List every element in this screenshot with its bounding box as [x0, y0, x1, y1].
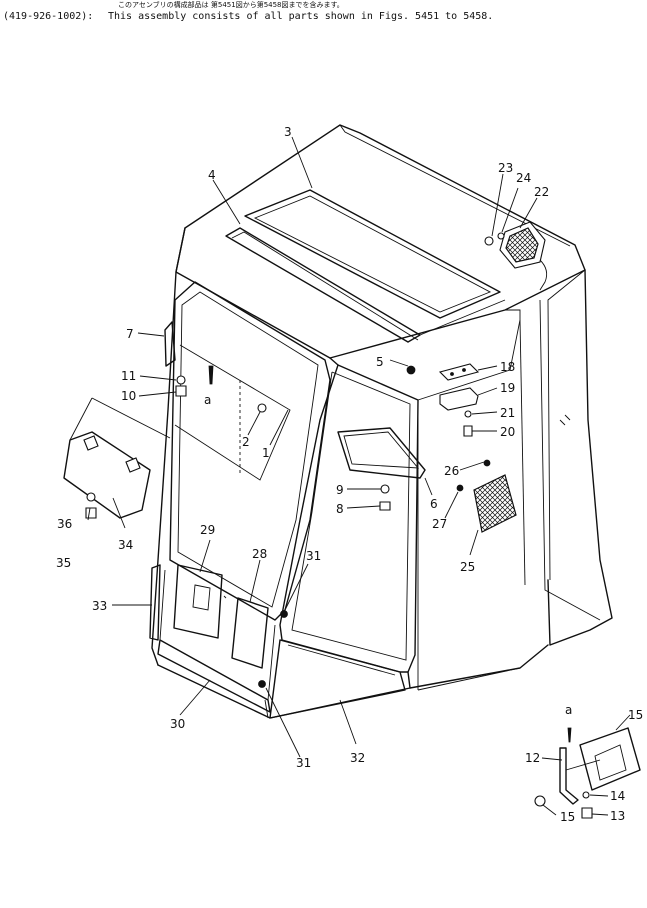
callout-18: 18: [500, 360, 515, 374]
nut-2-icon: [257, 403, 267, 413]
callout-9: 9: [336, 483, 344, 497]
assembly-note: This assembly consists of all parts show…: [108, 11, 494, 22]
bracket-hole-icon: [450, 372, 454, 376]
clip-31b-icon: [258, 680, 266, 688]
panel-33: [149, 564, 161, 641]
panel-30: [157, 639, 271, 713]
callout-36: 36: [57, 517, 72, 531]
callout-15-mirror: 15: [628, 708, 643, 722]
callout-15-nut: 15: [560, 810, 575, 824]
callout-21: 21: [500, 406, 515, 420]
callout-13: 13: [610, 809, 625, 823]
sun-visor: [63, 397, 171, 519]
callout-2: 2: [242, 435, 250, 449]
callout-30: 30: [170, 717, 185, 731]
page-header: このアセンブリの構成部品は 第5451図から第5458図までを含みます。 (41…: [0, 0, 647, 30]
callout-5: 5: [376, 355, 384, 369]
nut-5-icon: [406, 365, 416, 375]
callout-35: 35: [56, 556, 71, 570]
callout-22: 22: [534, 185, 549, 199]
washer-9-icon: [380, 484, 390, 494]
callout-8: 8: [336, 502, 344, 516]
screw-a-icon: [208, 365, 214, 385]
leader-lines: [87, 136, 631, 816]
callout-14: 14: [610, 789, 625, 803]
bolt-20-icon: [463, 425, 473, 437]
callout-31-lower: 31: [296, 756, 311, 770]
bracket-7: [164, 321, 176, 367]
callout-20: 20: [500, 425, 515, 439]
callout-labels: 3 4 23 24 22 7 5 18 19 21 20 11 10 a 2 1…: [56, 125, 643, 824]
callout-23: 23: [498, 161, 513, 175]
mirror-assembly: [534, 727, 641, 819]
callout-3: 3: [284, 125, 292, 139]
callout-10: 10: [121, 389, 136, 403]
japanese-assembly-note: このアセンブリの構成部品は 第5451図から第5458図までを含みます。: [118, 1, 344, 9]
cab-body: [151, 124, 613, 719]
bolt-10-icon: [175, 385, 187, 397]
panel-28: [231, 597, 269, 669]
washer-24-icon: [497, 232, 505, 240]
bracket-18: [438, 363, 480, 381]
callout-28: 28: [252, 547, 267, 561]
callout-19: 19: [500, 381, 515, 395]
washer-36-icon: [86, 492, 96, 502]
callout-1: 1: [262, 446, 270, 460]
bolt-26-icon: [483, 459, 491, 467]
bolt-35-icon: [85, 507, 97, 519]
callout-33: 33: [92, 599, 107, 613]
clip-31-icon: [280, 610, 288, 618]
bolt-23-icon: [484, 236, 494, 246]
rear-grille: [473, 474, 517, 533]
ref-a-mirror: a: [565, 703, 572, 717]
panel-32: [269, 639, 406, 719]
panel-29: [173, 564, 223, 639]
callout-6: 6: [430, 497, 438, 511]
bracket-hole-icon: [462, 368, 466, 372]
callout-27: 27: [432, 517, 447, 531]
callout-25: 25: [460, 560, 475, 574]
interior-bracket: [337, 427, 426, 479]
roof-hatch-glass: [244, 189, 501, 319]
callout-7: 7: [126, 327, 134, 341]
callout-34: 34: [118, 538, 133, 552]
ref-a-top: a: [204, 393, 211, 407]
callout-26: 26: [444, 464, 459, 478]
roof-hatch-seal: [225, 227, 506, 343]
callout-12: 12: [525, 751, 540, 765]
bolt-8-icon: [379, 501, 391, 511]
callout-31-upper: 31: [306, 549, 321, 563]
part-code: (419-926-1002):: [3, 11, 94, 22]
dome-lamp-19: [439, 387, 479, 411]
nut-27-icon: [456, 484, 464, 492]
callout-32: 32: [350, 751, 365, 765]
washer-21-icon: [464, 410, 472, 418]
callout-29: 29: [200, 523, 215, 537]
callout-4: 4: [208, 168, 216, 182]
callout-11: 11: [121, 369, 136, 383]
washer-11-icon: [176, 375, 186, 385]
work-lamp: [499, 221, 548, 291]
callout-24: 24: [516, 171, 531, 185]
